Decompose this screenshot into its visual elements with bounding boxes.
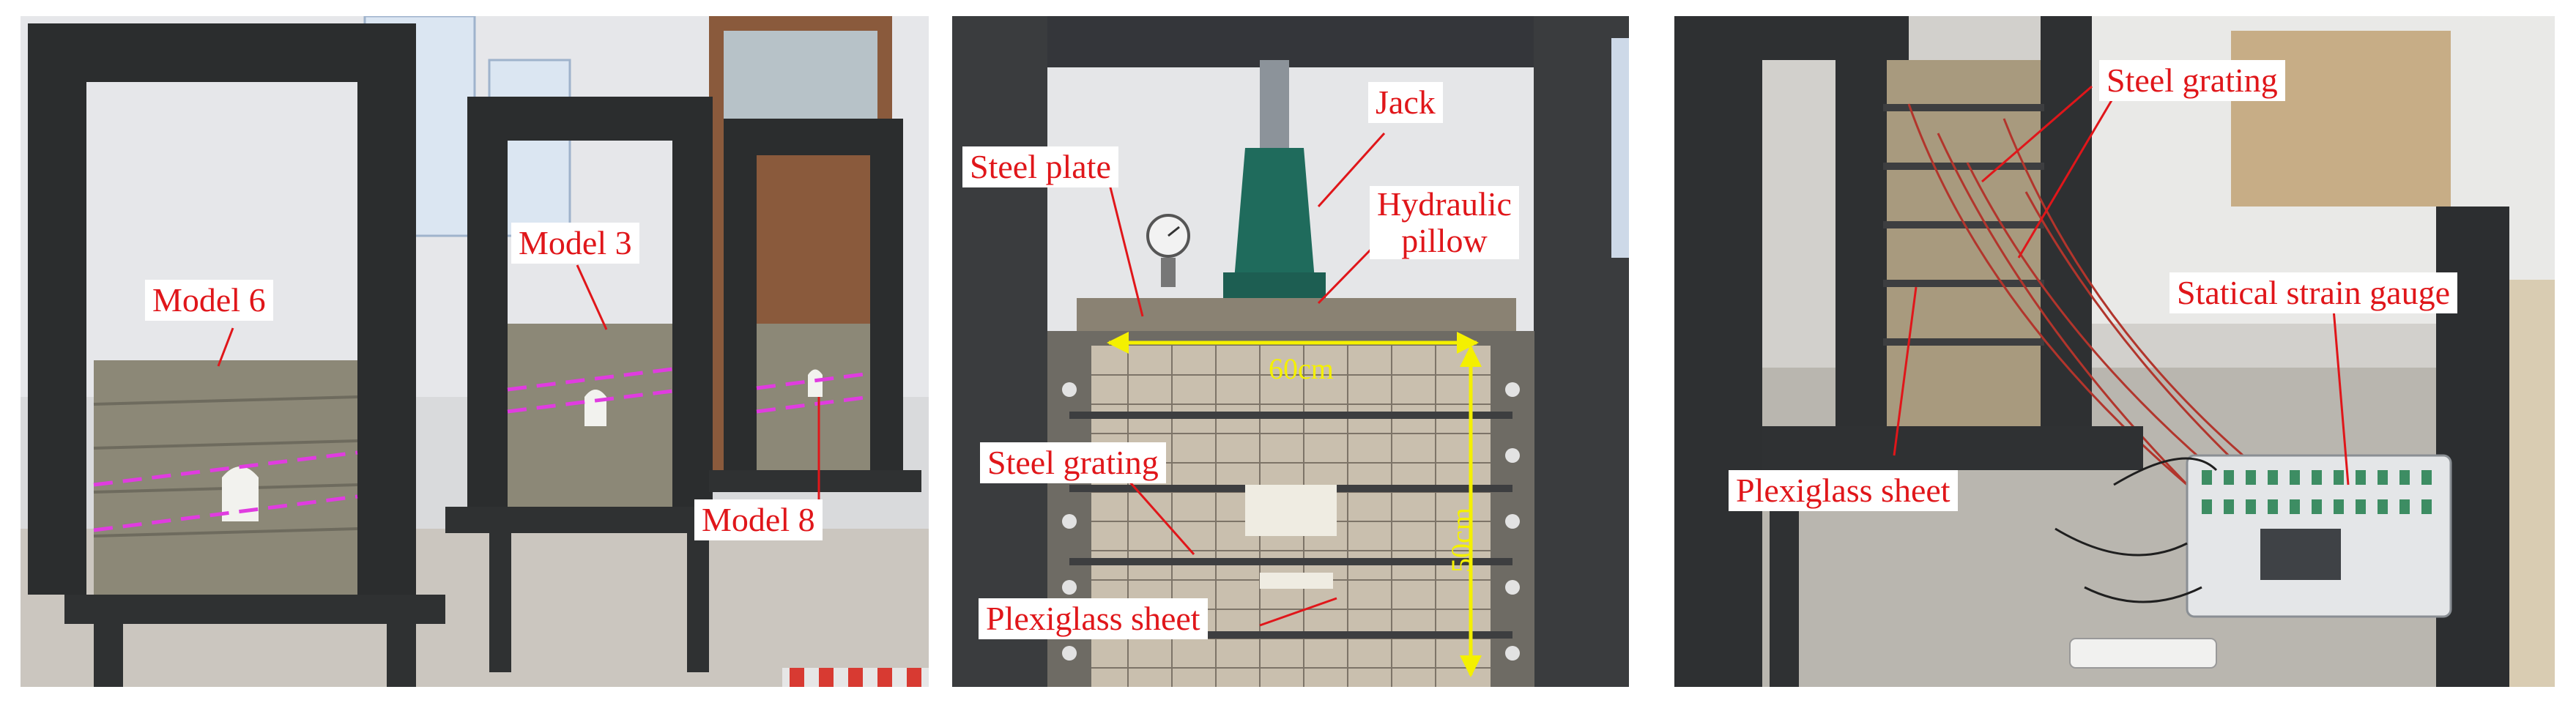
label-statical-strain-gauge: Statical strain gauge xyxy=(2169,272,2457,313)
label-hydraulic-pillow-line2: pillow xyxy=(1401,222,1488,259)
instrumentation-photo xyxy=(1674,16,2555,687)
label-steel-plate: Steel plate xyxy=(962,146,1118,187)
label-steel-grating: Steel grating xyxy=(2099,60,2285,101)
label-model-3: Model 3 xyxy=(511,223,639,264)
photo-panel-instrumentation: Steel grating Statical strain gauge Plex… xyxy=(1674,16,2555,687)
label-plexiglass-sheet: Plexiglass sheet xyxy=(979,598,1208,639)
label-jack: Jack xyxy=(1368,82,1443,123)
photo-panel-models: Model 6 Model 3 Model 8 xyxy=(21,16,929,687)
label-model-8: Model 8 xyxy=(694,499,823,540)
models-photo xyxy=(21,16,929,687)
label-hydraulic-pillow-line1: Hydraulic xyxy=(1377,185,1512,223)
label-plexiglass-sheet: Plexiglass sheet xyxy=(1729,470,1958,511)
photo-panel-loading-setup: Jack Steel plate Hydraulic pillow 60cm 5… xyxy=(952,16,1629,687)
label-steel-grating: Steel grating xyxy=(980,442,1166,483)
dimension-height-label: 50cm xyxy=(1445,507,1478,573)
label-hydraulic-pillow: Hydraulic pillow xyxy=(1370,186,1519,259)
label-model-6: Model 6 xyxy=(145,280,273,321)
dimension-width-label: 60cm xyxy=(1269,352,1334,385)
